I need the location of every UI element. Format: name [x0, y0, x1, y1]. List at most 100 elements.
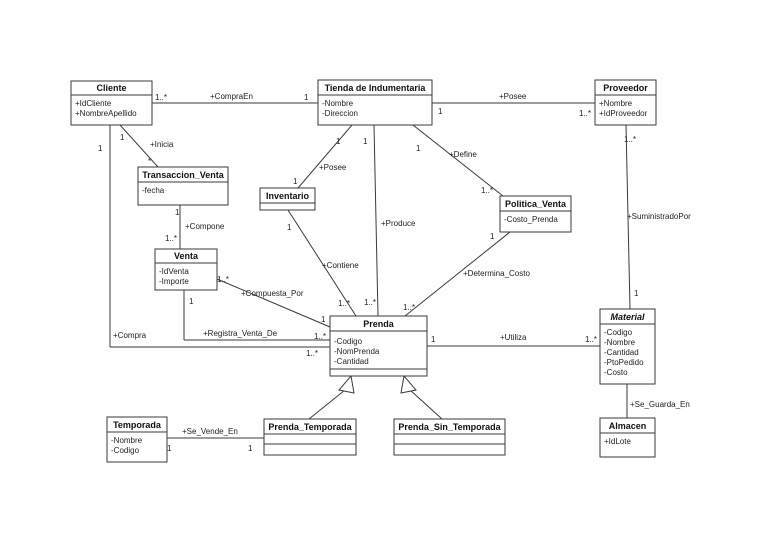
class-attr: -Codigo [334, 337, 363, 346]
label-produce: +Produce [381, 219, 416, 228]
mult-se-vende-prenda: 1 [248, 444, 253, 453]
mult-utiliza-prenda: 1 [431, 335, 436, 344]
class-attr: +Nombre [599, 99, 633, 108]
class-attr: -Nombre [604, 338, 636, 347]
line-define [412, 124, 504, 197]
class-attr: -Cantidad [604, 348, 639, 357]
mult-suministrado-material: 1 [634, 289, 639, 298]
mult-posee-proveedor: 1..* [579, 109, 591, 118]
label-utiliza: +Utiliza [500, 333, 527, 342]
class-almacen: Almacen +IdLote [599, 417, 656, 458]
class-attr: +IdCliente [75, 99, 112, 108]
mult-compuesta-prenda: 1 [321, 315, 326, 324]
class-attr: -Direccion [322, 109, 358, 118]
mult-produce-tienda: 1 [363, 137, 368, 146]
label-posee-inventario: +Posee [319, 163, 347, 172]
mult-se-vende-temporada: 1 [167, 444, 172, 453]
class-attr: -PtoPedido [604, 358, 644, 367]
label-compra-en: +CompraEn [210, 92, 253, 101]
class-tienda-de-indumentaria: Tienda de Indumentaria -Nombre -Direccio… [317, 79, 433, 126]
mult-utiliza-material: 1..* [585, 335, 597, 344]
mult-registra-prenda: 1..* [314, 332, 326, 341]
mult-inicia-cliente: 1 [120, 133, 125, 142]
class-prenda-sin-temporada: Prenda_Sin_Temporada [393, 418, 506, 456]
association-lines [109, 102, 631, 439]
mult-suministrado-proveedor: 1..* [624, 135, 636, 144]
mult-compuesta-venta: 1..* [217, 275, 229, 284]
line-inherit-prenda-sin-temporada [409, 389, 443, 420]
line-posee-inventario [297, 124, 353, 189]
mult-determina-prenda: 1..* [403, 303, 415, 312]
class-attr: +IdProveedor [599, 109, 648, 118]
class-name: Politica_Venta [505, 199, 567, 209]
mult-inicia-transaccion: * [148, 157, 151, 166]
label-registra-venta-de: +Registra_Venta_De [203, 329, 278, 338]
class-name: Temporada [113, 420, 162, 430]
label-se-guarda-en: +Se_Guarda_En [630, 400, 690, 409]
class-attr: -fecha [142, 186, 165, 195]
label-se-vende-en: +Se_Vende_En [182, 427, 238, 436]
class-name: Almacen [609, 421, 647, 431]
class-transaccion-venta: Transaccion_Venta -fecha [137, 166, 229, 206]
class-name: Material [610, 312, 645, 322]
class-attr: -Costo [604, 368, 628, 377]
mult-registra-venta: 1 [189, 297, 194, 306]
inheritance-arrowhead-left [338, 374, 355, 394]
class-attr: -Codigo [604, 328, 633, 337]
class-attr: +IdLote [604, 437, 631, 446]
mult-posee-inv-tienda: 1 [336, 137, 341, 146]
mult-posee-tienda: 1 [438, 107, 443, 116]
class-name: Transaccion_Venta [142, 170, 225, 180]
class-name: Venta [174, 251, 199, 261]
label-inicia: +Inicia [150, 140, 174, 149]
mult-compra-cliente: 1 [98, 144, 103, 153]
mult-compone-venta: 1..* [165, 234, 177, 243]
mult-define-tienda: 1 [416, 144, 421, 153]
label-posee-proveedor: +Posee [499, 92, 527, 101]
class-attr: -Cantidad [334, 357, 369, 366]
class-proveedor: Proveedor +Nombre +IdProveedor [594, 79, 657, 126]
class-attr: -Importe [159, 277, 189, 286]
class-name: Proveedor [603, 83, 648, 93]
label-suministrado-por: +SuministradoPor [627, 212, 691, 221]
label-determina-costo: +Determina_Costo [463, 269, 530, 278]
line-produce [373, 124, 379, 317]
class-cliente: Cliente +IdCliente +NombreApellido [70, 80, 153, 126]
class-prenda-temporada: Prenda_Temporada [263, 418, 357, 456]
class-attr: -IdVenta [159, 267, 189, 276]
mult-define-politica: 1..* [481, 186, 493, 195]
mult-determina-politica: 1 [490, 232, 495, 241]
class-name: Prenda [363, 319, 395, 329]
label-compone: +Compone [185, 222, 225, 231]
mult-contiene-inventario: 1 [287, 223, 292, 232]
class-material: Material -Codigo -Nombre -Cantidad -PtoP… [599, 308, 656, 385]
label-compuesta-por: +Compuesta_Por [241, 289, 304, 298]
mult-compra-en-tienda: 1 [304, 93, 309, 102]
class-name: Inventario [266, 191, 310, 201]
class-venta: Venta -IdVenta -Importe [154, 248, 218, 291]
class-inventario: Inventario [259, 187, 316, 211]
line-inherit-prenda-temporada [308, 389, 346, 420]
class-attr: -Codigo [111, 446, 140, 455]
inheritance-arrowhead-right [400, 374, 417, 394]
association-labels: +CompraEn 1..* 1 +Posee 1 1..* +Inicia 1… [98, 92, 691, 453]
class-attr: -NomPrenda [334, 347, 380, 356]
class-name: Tienda de Indumentaria [325, 83, 427, 93]
class-name: Prenda_Sin_Temporada [398, 422, 501, 432]
line-contiene [287, 209, 357, 317]
class-temporada: Temporada -Nombre -Codigo [106, 416, 168, 463]
class-attr: -Nombre [111, 436, 143, 445]
class-attr: -Costo_Prenda [504, 215, 558, 224]
class-politica-venta: Politica_Venta -Costo_Prenda [499, 195, 572, 233]
mult-contiene-prenda: 1..* [338, 299, 350, 308]
line-suministrado-por [625, 124, 631, 310]
class-attr: -Nombre [322, 99, 354, 108]
mult-posee-inv-inventario: 1 [293, 177, 298, 186]
line-determina-costo [404, 231, 511, 317]
label-compra: +Compra [113, 331, 147, 340]
line-inicia [119, 124, 159, 168]
class-name: Cliente [96, 83, 126, 93]
mult-compra-en-cliente: 1..* [155, 93, 167, 102]
class-prenda: Prenda -Codigo -NomPrenda -Cantidad [329, 315, 428, 377]
